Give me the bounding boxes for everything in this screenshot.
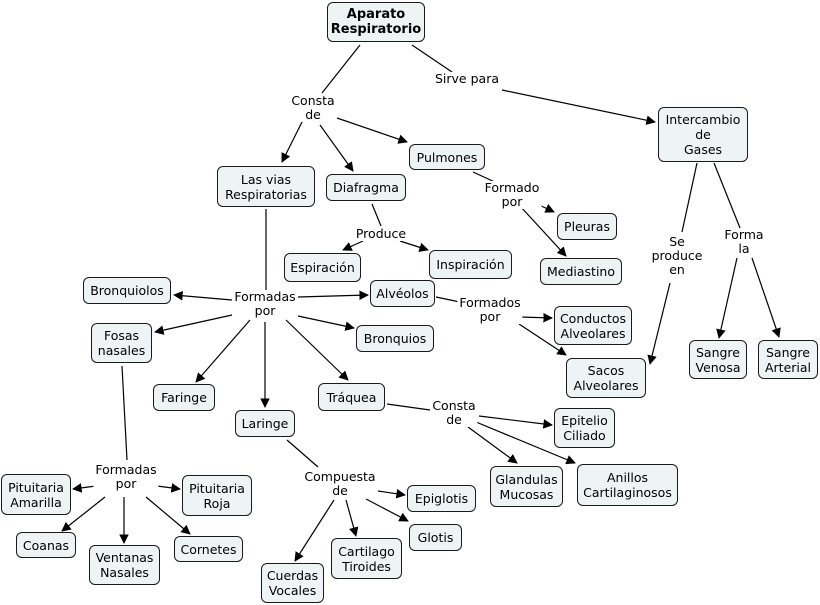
- connector-formados-to-conductos: [519, 312, 553, 323]
- node-mediastino[interactable]: Mediastino: [540, 258, 622, 285]
- node-ventanas-nasales[interactable]: Ventanas Nasales: [89, 545, 160, 585]
- connector-formadas-to-bronquiolos: [173, 290, 233, 301]
- node-alveolos[interactable]: Alvéolos: [370, 280, 435, 307]
- connector-aparato-to-sirve: [411, 44, 453, 73]
- connector-formadas-to-pituitaria-amarilla: [72, 483, 97, 493]
- node-intercambio-de-gases[interactable]: Intercambio de Gases: [658, 107, 748, 162]
- connector-compuesta-to-epiglotis: [377, 488, 406, 499]
- link-label-consta-de: Consta de: [289, 93, 337, 122]
- connector-formadas-to-cornetes: [145, 496, 191, 535]
- node-faringe[interactable]: Faringe: [153, 384, 215, 411]
- node-laringe[interactable]: Laringe: [235, 410, 295, 437]
- node-espiracion[interactable]: Espiración: [284, 253, 361, 282]
- node-epiglotis[interactable]: Epiglotis: [407, 485, 476, 512]
- connector-compuesta-to-cartilago: [345, 499, 359, 537]
- connector-formala-to-arterial: [751, 257, 781, 338]
- node-sangre-arterial[interactable]: Sangre Arterial: [758, 340, 818, 379]
- connector-alveolos-to-formados: [435, 296, 461, 303]
- node-vias-respiratorias[interactable]: Las vias Respiratorias: [217, 166, 315, 207]
- connector-compuesta-to-glotis: [365, 498, 409, 522]
- connector-sirve-to-intercambio: [501, 89, 656, 125]
- node-coanas[interactable]: Coanas: [16, 532, 76, 558]
- connector-consta-to-vias: [281, 119, 304, 163]
- node-anillos-cartilaginosos[interactable]: Anillos Cartilaginosos: [577, 464, 678, 506]
- link-label-compuesta-de: Compuesta de: [302, 469, 378, 498]
- connector-intercambio-to-formala: [713, 162, 741, 229]
- link-label-formadas-por-2: Formadas por: [93, 462, 159, 491]
- node-pituitaria-amarilla[interactable]: Pituitaria Amarilla: [1, 474, 71, 515]
- connector-diafragma-to-produce: [371, 203, 382, 227]
- connector-formados-to-sacos: [518, 323, 567, 356]
- connector-formala-to-venosa: [716, 257, 738, 339]
- node-glandulas-mucosas[interactable]: Glandulas Mucosas: [490, 466, 563, 507]
- connector-produce-to-espiracion: [342, 240, 364, 251]
- node-pulmones[interactable]: Pulmones: [409, 144, 485, 170]
- node-pituitaria-roja[interactable]: Pituitaria Roja: [182, 475, 252, 516]
- connector-consta-to-epitelio: [478, 415, 553, 429]
- connector-consta-to-pulmones: [336, 117, 408, 144]
- connector-laringe-to-compuesta: [286, 439, 319, 468]
- node-traquea[interactable]: Tráquea: [318, 383, 385, 411]
- connector-compuesta-to-cuerdas: [294, 499, 335, 562]
- connector-traquea-to-consta: [386, 403, 431, 411]
- link-label-sirve-para: Sirve para: [432, 71, 502, 86]
- node-fosas-nasales[interactable]: Fosas nasales: [91, 323, 152, 363]
- node-bronquiolos[interactable]: Bronquiolos: [83, 277, 171, 304]
- connector-formadas-to-faringe: [195, 319, 251, 383]
- link-label-produce: Produce: [353, 226, 409, 241]
- connector-consta-to-glandulas: [467, 426, 518, 464]
- node-bronquios[interactable]: Bronquios: [356, 325, 434, 352]
- node-aparato-respiratorio[interactable]: Aparato Respiratorio: [327, 2, 425, 42]
- node-diafragma[interactable]: Diafragma: [326, 174, 406, 201]
- node-sangre-venosa[interactable]: Sangre Venosa: [689, 340, 747, 379]
- node-cartilago-tiroides[interactable]: Cartilago Tiroides: [331, 538, 402, 579]
- connector-produce-to-inspiracion: [399, 240, 429, 252]
- node-epitelio-ciliado[interactable]: Epitelio Ciliado: [554, 408, 615, 448]
- connector-fosas-to-formadas: [121, 365, 128, 461]
- link-label-formado-por: Formado por: [482, 180, 542, 209]
- connector-formadas-to-coanas: [61, 496, 106, 532]
- connector-formadas-to-traquea: [285, 319, 349, 381]
- link-label-formadas-por: Formadas por: [232, 289, 298, 318]
- node-sacos-alveolares[interactable]: Sacos Alveolares: [566, 358, 646, 398]
- link-label-formados-por: Formados por: [457, 295, 523, 324]
- connector-consta-to-anillos: [475, 421, 576, 465]
- link-label-forma-la: Forma la: [722, 227, 766, 256]
- node-cornetes[interactable]: Cornetes: [174, 536, 243, 562]
- node-inspiracion[interactable]: Inspiración: [429, 250, 512, 279]
- connector-formadas-to-pituitaria-roja: [156, 483, 181, 493]
- connector-formadas-to-bronquios: [297, 315, 355, 331]
- connector-consta-to-diafragma: [319, 124, 354, 172]
- connector-aparato-to-consta: [321, 44, 361, 94]
- node-pleuras[interactable]: Pleuras: [557, 213, 617, 240]
- connector-formadas-to-fosas: [154, 314, 233, 335]
- node-cuerdas-vocales[interactable]: Cuerdas Vocales: [261, 563, 324, 603]
- connector-seproduce-to-sacos: [647, 282, 671, 365]
- link-label-consta-de-2: Consta de: [430, 398, 478, 427]
- node-conductos-alveolares[interactable]: Conductos Alveolares: [554, 306, 632, 345]
- connector-intercambio-to-seproduce: [681, 162, 698, 233]
- node-glotis[interactable]: Glotis: [409, 524, 462, 551]
- connector-formado-to-mediastino: [519, 205, 567, 257]
- connector-formadas-to-alveolos: [297, 290, 369, 301]
- link-label-se-produce-en: Se produce en: [649, 234, 705, 277]
